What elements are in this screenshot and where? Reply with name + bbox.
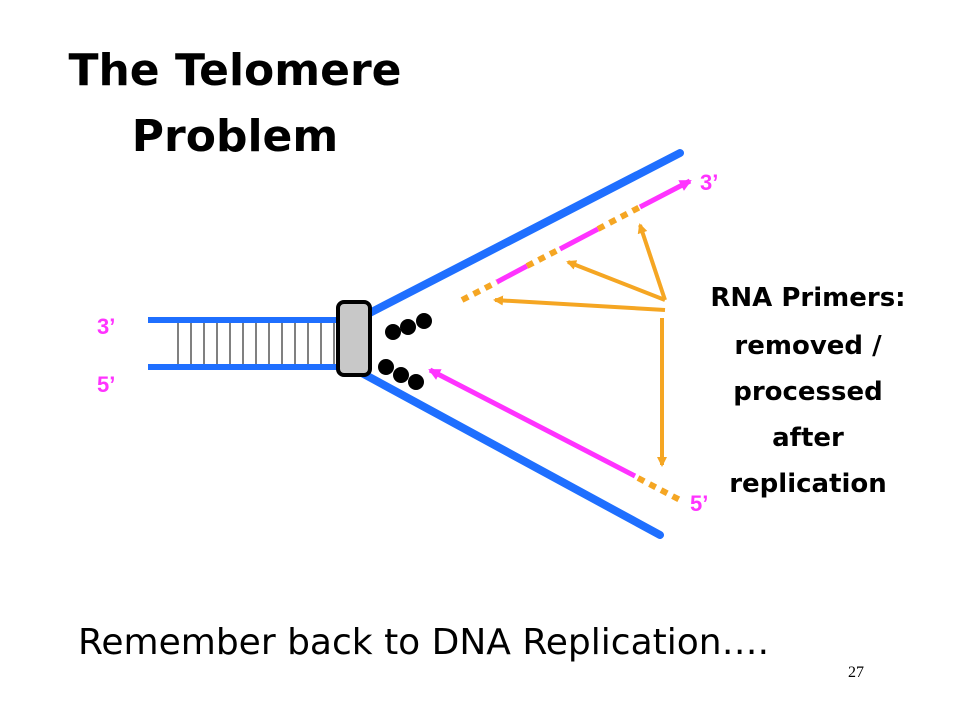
lower-new-strand bbox=[428, 367, 682, 503]
fork-arm-lower bbox=[356, 368, 664, 539]
label-parent-bottom-end: 5’ bbox=[97, 372, 115, 397]
annotation-line: RNA Primers: bbox=[710, 283, 905, 313]
annotation-line: processed bbox=[733, 377, 883, 407]
new-strand-segment bbox=[495, 263, 529, 285]
label-lagging-end: 5’ bbox=[690, 491, 708, 516]
new-strand-arrow bbox=[428, 367, 637, 479]
parental-dna-duplex bbox=[148, 317, 345, 370]
slide-subtitle: Remember back to DNA Replication…. bbox=[78, 622, 770, 663]
primer-pointer-arrows bbox=[493, 223, 667, 467]
primer-segment bbox=[460, 279, 499, 303]
primer-segment bbox=[525, 246, 562, 269]
upper-new-strand bbox=[460, 178, 692, 303]
fork-arm-upper bbox=[356, 149, 684, 322]
label-leading-end: 3’ bbox=[700, 170, 718, 195]
label-parent-top-end: 3’ bbox=[97, 314, 115, 339]
slide-title: The Telomere Problem bbox=[68, 45, 402, 162]
primer-segment bbox=[636, 475, 682, 503]
page-number: 27 bbox=[848, 664, 864, 681]
annotation-line: removed / bbox=[734, 331, 882, 361]
replication-enzyme-icon bbox=[336, 300, 372, 377]
rna-primer-annotation: RNA Primers: removed / processed after r… bbox=[710, 283, 905, 499]
nucleotide-dots-icon bbox=[378, 313, 432, 390]
base-pair-rungs bbox=[177, 323, 335, 364]
annotation-line: after bbox=[772, 423, 844, 453]
primer-segment bbox=[596, 204, 642, 232]
new-strand-segment bbox=[558, 226, 600, 252]
new-strand-arrow bbox=[638, 178, 692, 210]
annotation-line: replication bbox=[729, 469, 887, 499]
